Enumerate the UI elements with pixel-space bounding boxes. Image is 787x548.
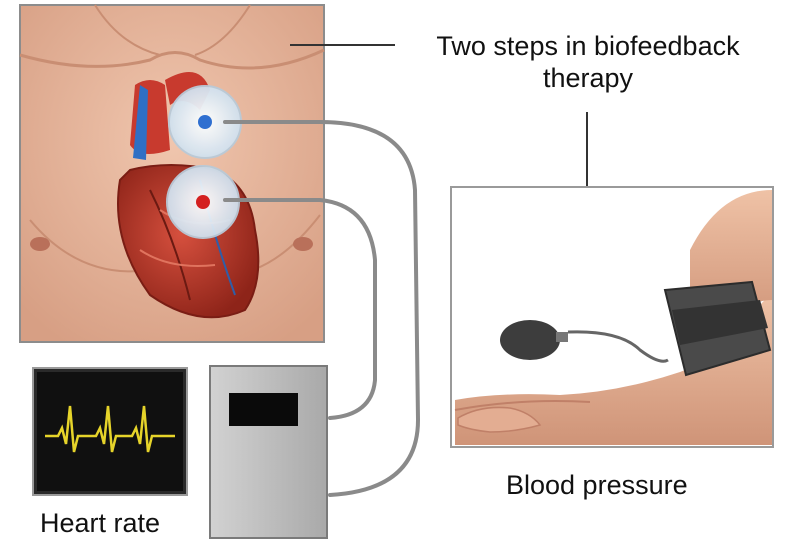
device-display bbox=[229, 393, 298, 426]
nipple-left bbox=[30, 237, 50, 251]
nipple-right bbox=[293, 237, 313, 251]
heart-rate-monitor bbox=[33, 368, 187, 495]
chest-panel bbox=[20, 5, 324, 342]
heart-rate-label: Heart rate bbox=[40, 507, 160, 539]
diagram-title: Two steps in biofeedback therapy bbox=[398, 30, 778, 94]
biofeedback-device bbox=[210, 366, 327, 538]
blood-pressure-panel bbox=[451, 187, 773, 447]
blood-pressure-label: Blood pressure bbox=[506, 469, 688, 501]
